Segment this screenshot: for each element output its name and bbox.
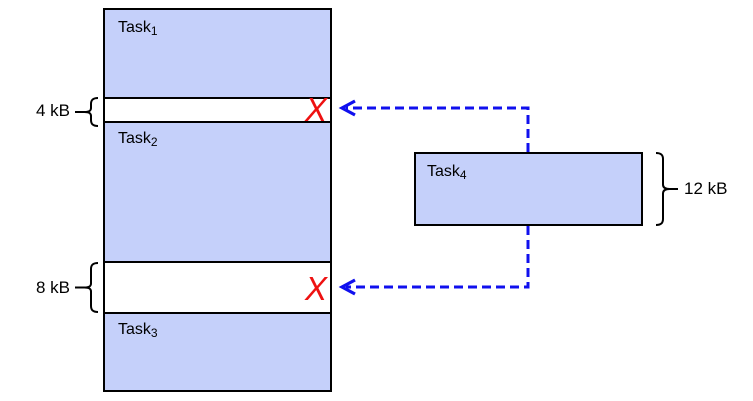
task1-label: Task1 — [118, 19, 158, 38]
brace-8kb-gap — [75, 262, 99, 313]
gap-size-label-4kb: 4 kB — [36, 101, 70, 120]
task2-label: Task2 — [118, 130, 158, 149]
arrow-task4-to-8kb-gap — [346, 226, 530, 289]
task3-label: Task3 — [118, 321, 158, 340]
reject-x-4kb-icon: X — [304, 91, 329, 128]
arrowhead-left-top-icon — [338, 99, 356, 117]
task4-size-label: 12 kB — [684, 179, 727, 198]
arrowhead-left-bottom-icon — [338, 278, 356, 296]
task1-block — [103, 8, 332, 99]
task4-label: Task4 — [427, 163, 467, 182]
free-gap-4kb — [103, 97, 332, 123]
task4-block — [414, 152, 643, 226]
task3-block — [103, 312, 332, 392]
free-gap-8kb — [103, 261, 332, 314]
gap-size-label-8kb: 8 kB — [36, 278, 70, 297]
arrow-task4-to-4kb-gap — [346, 106, 530, 152]
brace-4kb-gap — [75, 97, 99, 127]
brace-12kb-task4 — [655, 152, 678, 226]
task2-block — [103, 121, 332, 263]
reject-x-8kb-icon: X — [304, 270, 329, 307]
